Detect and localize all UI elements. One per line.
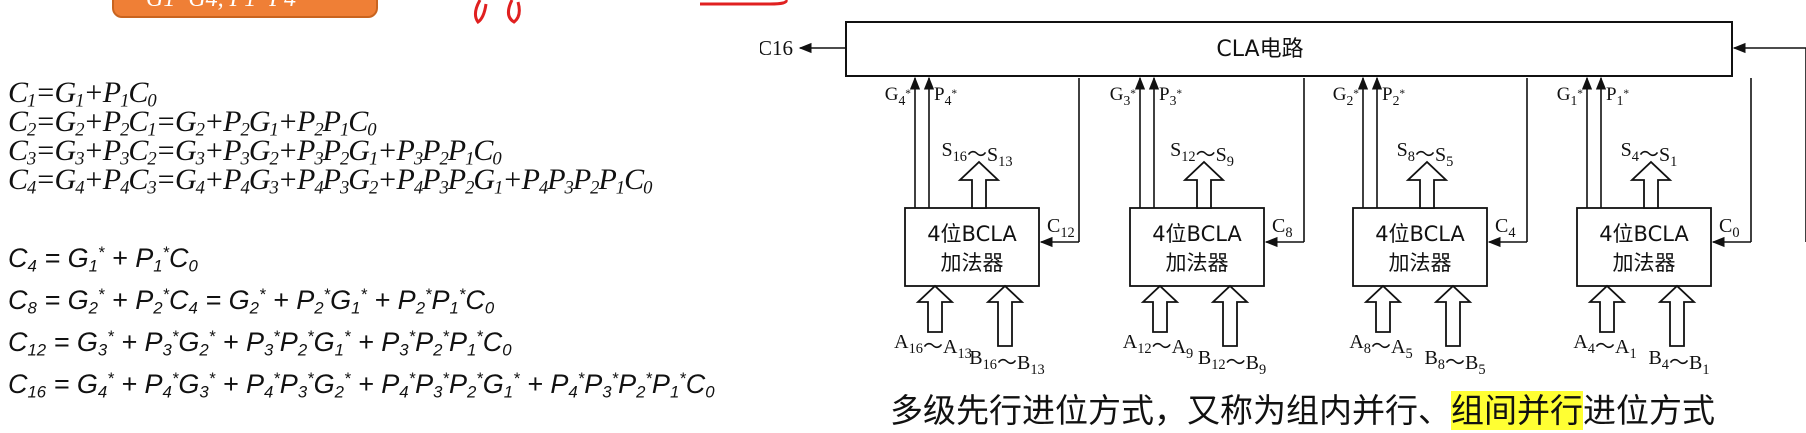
cla-diagram: CLA电路 C16 4位BCLA加法器G4*P4*S16～S13A16～A13B… — [760, 21, 1806, 378]
bcla-adder-box — [904, 207, 1040, 287]
a-input-arrow — [1587, 284, 1627, 333]
g-label: G4* — [885, 84, 912, 108]
equation-c4: C4 = G1* + P1*C0 — [8, 243, 198, 276]
sum-label: S4～S1 — [1621, 139, 1678, 170]
carry-in-label: C12 — [1047, 215, 1075, 241]
adder-label-line1: 4位BCLA — [1375, 222, 1465, 246]
equation-c3: C3=G3+P3C2=G3+P3G2+P3P2G1+P3P2P1C0 — [8, 134, 502, 170]
bcla-adder-box — [1352, 207, 1488, 287]
carry-in-label: C8 — [1272, 215, 1293, 241]
b-input-label: B4～B1 — [1648, 347, 1709, 378]
sum-output-arrow — [1182, 160, 1226, 209]
cla-circuit-box — [845, 21, 1733, 77]
top-formula-text: G1~G4, P1~P4 — [114, 0, 376, 13]
b-input-arrow — [1433, 284, 1473, 347]
caption-suffix: 进位方式 — [1583, 391, 1715, 430]
p-label: P1* — [1606, 84, 1629, 108]
caption: 多级先行进位方式，又称为组内并行、组间并行进位方式 — [890, 384, 1715, 432]
a-input-label: A16～A13 — [894, 331, 972, 362]
sum-output-arrow — [1405, 160, 1449, 209]
adder-label-line1: 4位BCLA — [927, 222, 1017, 246]
g-label: G1* — [1557, 84, 1584, 108]
bcla-adder-box — [1129, 207, 1265, 287]
a-input-label: A8～A5 — [1349, 331, 1412, 362]
b-input-label: B16～B13 — [969, 347, 1044, 378]
adder-label-line2: 加法器 — [941, 251, 1004, 275]
p-label: P2* — [1382, 84, 1405, 108]
adder-label-line2: 加法器 — [1166, 251, 1229, 275]
adder-label-line2: 加法器 — [1389, 251, 1452, 275]
b-input-arrow — [1210, 284, 1250, 347]
adder-label-line1: 4位BCLA — [1599, 222, 1689, 246]
a-input-arrow — [1140, 284, 1180, 333]
caption-highlight: 组间并行 — [1451, 391, 1583, 430]
bcla-adder-box — [1576, 207, 1712, 287]
c16-label: C16 — [760, 36, 793, 60]
red-annotation-marks — [473, 0, 788, 25]
sum-label: S12～S9 — [1170, 139, 1234, 170]
equation-c2: C2=G2+P2C1=G2+P2G1+P2P1C0 — [8, 105, 377, 141]
a-input-arrow — [1363, 284, 1403, 333]
p-label: P3* — [1159, 84, 1182, 108]
cla-circuit-label: CLA电路 — [1216, 37, 1303, 62]
adder-label-line2: 加法器 — [1613, 251, 1676, 275]
sum-output-arrow — [957, 160, 1001, 209]
b-input-arrow — [985, 284, 1025, 347]
caption-prefix: 多级先行进位方式，又称为组内并行、 — [890, 391, 1451, 430]
top-formula-banner: G1~G4, P1~P4 — [112, 0, 378, 18]
adder-label-line1: 4位BCLA — [1152, 222, 1242, 246]
b-input-arrow — [1657, 284, 1697, 347]
a-input-arrow — [915, 284, 955, 333]
sum-label: S16～S13 — [941, 139, 1012, 170]
b-input-label: B8～B5 — [1424, 347, 1485, 378]
equation-c8: C8 = G2* + P2*C4 = G2* + P2*G1* + P2*P1*… — [8, 285, 495, 318]
a-input-label: A12～A9 — [1123, 331, 1194, 362]
sum-label: S8～S5 — [1397, 139, 1454, 170]
b-input-label: B12～B9 — [1198, 347, 1266, 378]
g-label: G3* — [1110, 84, 1137, 108]
carry-in-label: C4 — [1495, 215, 1516, 241]
sum-output-arrow — [1629, 160, 1673, 209]
equation-c16: C16 = G4* + P4*G3* + P4*P3*G2* + P4*P3*P… — [8, 369, 715, 402]
g-label: G2* — [1333, 84, 1360, 108]
p-label: P4* — [934, 84, 957, 108]
carry-in-label: C0 — [1719, 215, 1740, 241]
equation-c12: C12 = G3* + P3*G2* + P3*P2*G1* + P3*P2*P… — [8, 327, 512, 360]
equation-c4: C4=G4+P4C3=G4+P4G3+P4P3G2+P4P3P2G1+P4P3P… — [8, 163, 652, 199]
equation-c1: C1=G1+P1C0 — [8, 76, 157, 112]
a-input-label: A4～A1 — [1573, 331, 1636, 362]
